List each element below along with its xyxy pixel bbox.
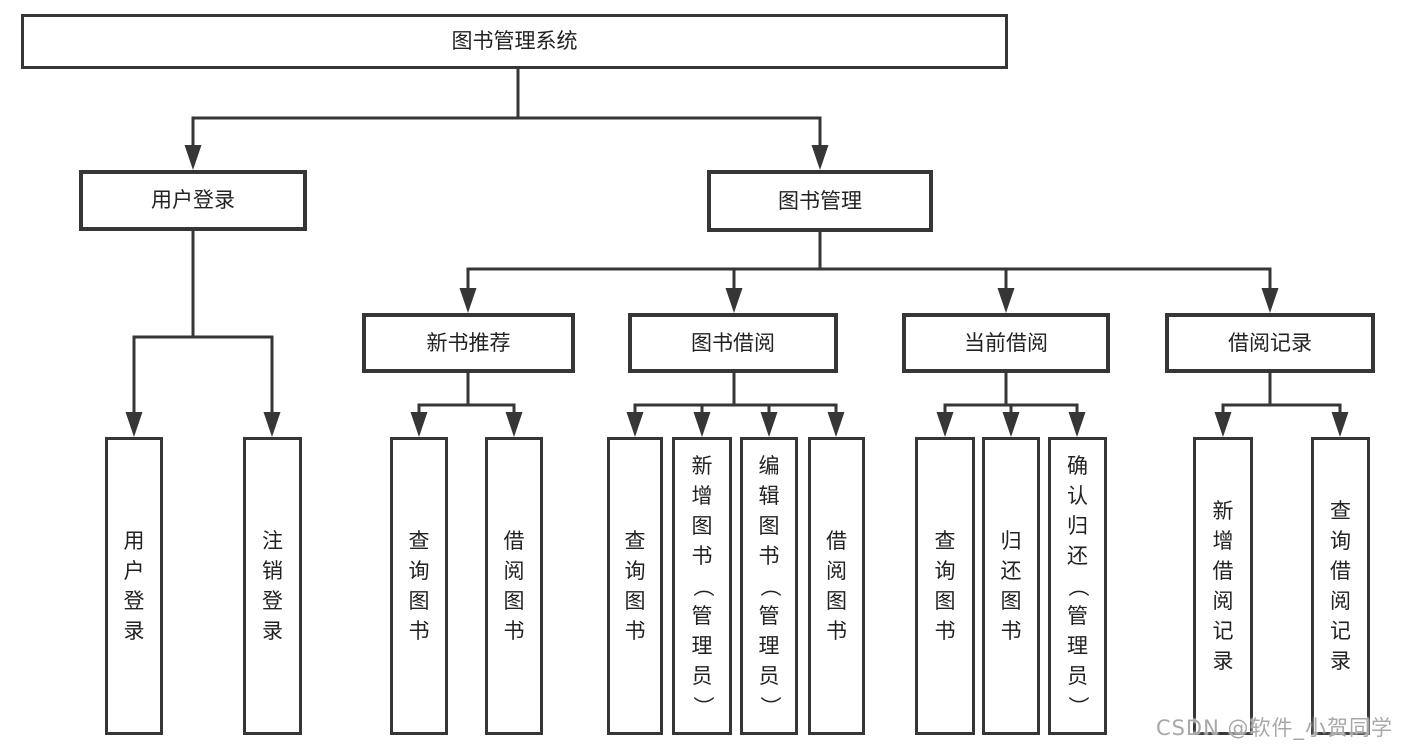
leaf-bb-add-book-admin: 新增图书（管理员） — [672, 437, 732, 735]
node-current-borrowing: 当前借阅 — [902, 313, 1110, 373]
leaf-bb-edit-book-admin: 编辑图书（管理员） — [740, 437, 798, 735]
connector-current-borrowing — [943, 371, 1079, 407]
leaf-user-login: 用户登录 — [105, 437, 163, 735]
connector-book-management — [466, 230, 1272, 271]
leaf-user-login-label: 用户登录 — [123, 528, 145, 643]
leaf-nb-borrow-books: 借阅图书 — [485, 437, 543, 735]
node-current-borrowing-label: 当前借阅 — [964, 330, 1048, 355]
node-borrowing-records: 借阅记录 — [1165, 313, 1375, 373]
node-book-management-label: 图书管理 — [778, 188, 862, 213]
connector-root — [191, 67, 822, 120]
leaf-nb-query-books: 查询图书 — [390, 437, 448, 735]
connector-user-login — [132, 229, 274, 339]
node-library-system-label: 图书管理系统 — [451, 29, 578, 53]
node-new-book-recommend-label: 新书推荐 — [426, 330, 511, 355]
node-user-login: 用户登录 — [79, 170, 307, 231]
leaf-br-add-borrow-record: 新增借阅记录 — [1193, 437, 1253, 735]
node-book-borrowing: 图书借阅 — [628, 313, 838, 373]
node-borrowing-records-label: 借阅记录 — [1228, 330, 1312, 355]
leaf-bb-borrow-books: 借阅图书 — [808, 437, 865, 735]
leaf-bb-query-books-label: 查询图书 — [624, 528, 646, 643]
leaf-bb-add-book-admin-label: 新增图书（管理员） — [690, 453, 715, 717]
node-library-system: 图书管理系统 — [21, 14, 1008, 69]
leaf-br-query-borrow-record-label: 查询借阅记录 — [1330, 498, 1351, 673]
watermark: CSDN @软件_小贺同学 — [1155, 716, 1393, 740]
leaf-logout-label: 注销登录 — [262, 528, 283, 643]
leaf-cb-return-books-label: 归还图书 — [1000, 528, 1022, 643]
leaf-logout: 注销登录 — [243, 437, 302, 735]
node-new-book-recommend: 新书推荐 — [362, 313, 575, 373]
leaf-cb-return-books: 归还图书 — [982, 437, 1040, 735]
leaf-bb-borrow-books-label: 借阅图书 — [826, 528, 847, 643]
connector-book-borrowing — [633, 371, 838, 407]
leaf-nb-borrow-books-label: 借阅图书 — [503, 528, 525, 643]
node-user-login-label: 用户登录 — [151, 188, 235, 212]
leaf-cb-query-books-label: 查询图书 — [934, 528, 956, 643]
node-book-management: 图书管理 — [707, 170, 933, 232]
node-book-borrowing-label: 图书借阅 — [691, 330, 775, 355]
leaf-cb-confirm-return-admin: 确认归还（管理员） — [1048, 437, 1107, 735]
connector-borrowing-records — [1221, 371, 1342, 407]
leaf-cb-query-books: 查询图书 — [915, 437, 975, 735]
connector-new-book-recommend — [417, 371, 516, 407]
leaf-bb-query-books: 查询图书 — [607, 437, 663, 735]
leaf-nb-query-books-label: 查询图书 — [408, 528, 430, 643]
leaf-br-add-borrow-record-label: 新增借阅记录 — [1212, 498, 1234, 673]
leaf-br-query-borrow-record: 查询借阅记录 — [1311, 437, 1370, 735]
leaf-bb-edit-book-admin-label: 编辑图书（管理员） — [757, 453, 782, 717]
leaf-cb-confirm-return-admin-label: 确认归还（管理员） — [1066, 453, 1090, 717]
